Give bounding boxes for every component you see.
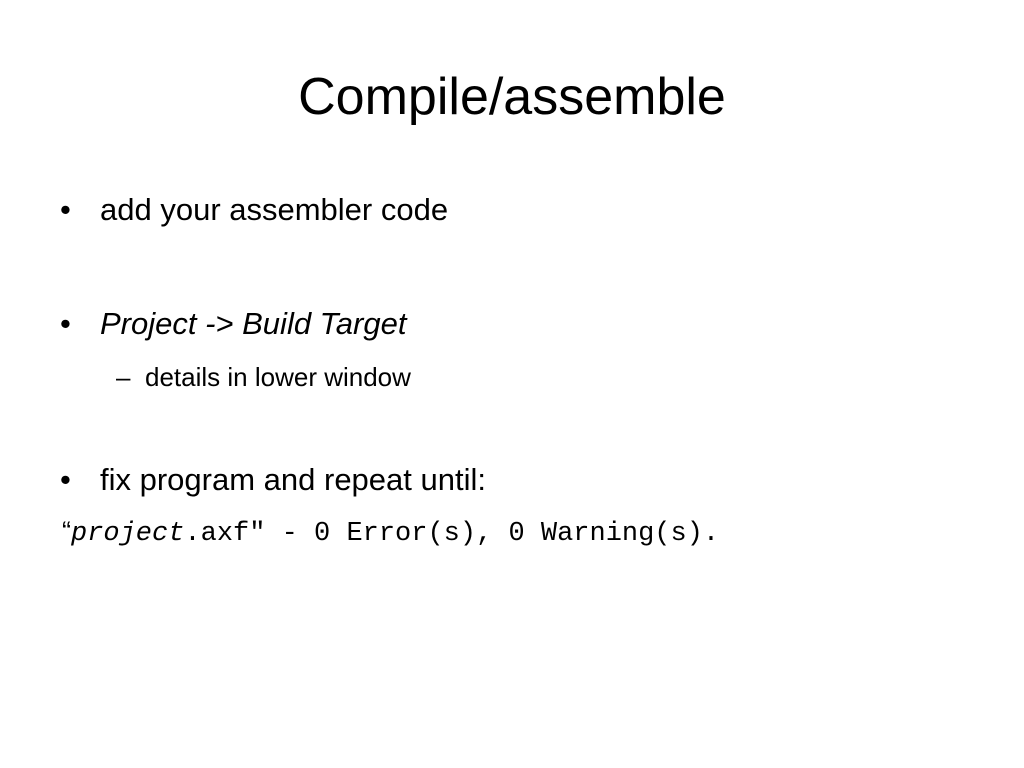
build-result-text: .axf" - 0 Error(s), 0 Warning(s). bbox=[184, 519, 720, 549]
bullet-item-build-target: • Project -> Build Target bbox=[60, 304, 406, 344]
bullet-text: add your assembler code bbox=[100, 192, 449, 227]
bullet-text: Project -> Build Target bbox=[100, 306, 407, 341]
bullet-item-add-code: • add your assembler code bbox=[60, 190, 448, 230]
sub-item-details: –details in lower window bbox=[116, 360, 411, 394]
bullet-mark: • bbox=[60, 192, 71, 227]
build-output-line: “project.axf" - 0 Error(s), 0 Warning(s)… bbox=[62, 513, 719, 552]
bullet-text: fix program and repeat until: bbox=[100, 462, 486, 497]
sub-bullet-text: details in lower window bbox=[145, 362, 411, 392]
open-quote: “ bbox=[62, 516, 71, 546]
project-name: project bbox=[71, 519, 185, 549]
bullet-item-fix-program: • fix program and repeat until: bbox=[60, 460, 486, 500]
slide-title: Compile/assemble bbox=[298, 68, 726, 126]
bullet-mark: • bbox=[60, 462, 71, 497]
sub-bullet-mark: – bbox=[116, 362, 131, 392]
bullet-mark: • bbox=[60, 306, 71, 341]
